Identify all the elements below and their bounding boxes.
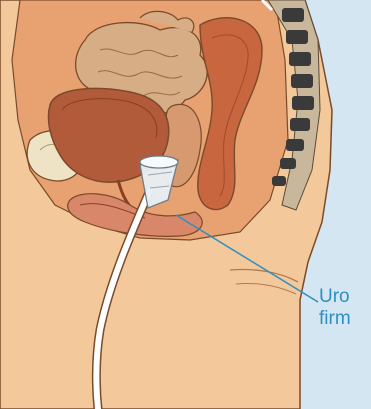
callout-label-line2: firm bbox=[319, 308, 371, 330]
callout-label-line1: Uro bbox=[319, 286, 371, 308]
